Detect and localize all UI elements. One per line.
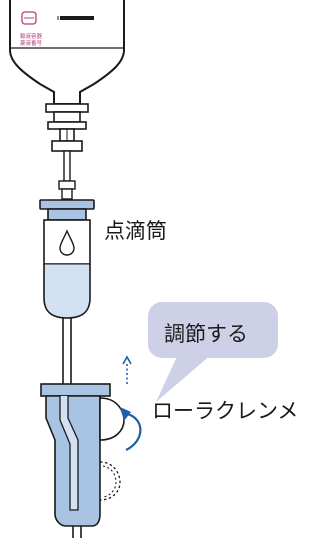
iv-bottle: 輸液容器 薬液番号	[9, 0, 125, 152]
bottle-label-icon	[21, 11, 37, 25]
rotate-arrow-icon	[120, 407, 142, 451]
bottle-label-line1: 輸液容器	[20, 32, 43, 40]
drop-icon	[59, 229, 75, 256]
upper-tube	[58, 150, 76, 200]
roller-wheel-lower	[99, 461, 121, 501]
drip-chamber-label: 点滴筒	[104, 219, 167, 243]
bottle-label-line2: 薬液番号	[20, 39, 43, 47]
roller-clamp-label: ローラクレンメ	[152, 399, 299, 423]
up-arrow-icon	[122, 355, 132, 384]
middle-tube	[62, 318, 72, 384]
roller-wheel	[99, 397, 125, 441]
roller-clamp	[40, 383, 125, 538]
callout-text: 調節する	[164, 322, 248, 346]
bottle-barcode-icon	[60, 16, 94, 20]
drip-chamber	[39, 199, 95, 319]
callout-bubble	[148, 302, 278, 402]
